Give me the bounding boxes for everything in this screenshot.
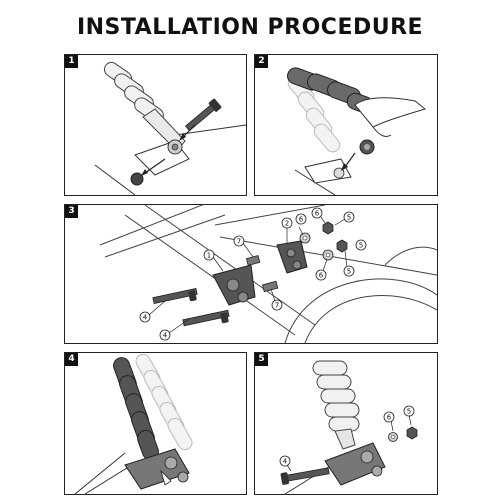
step-number: 3 bbox=[65, 205, 78, 218]
step-3-panel: 3 bbox=[64, 204, 438, 344]
step-number: 1 bbox=[65, 55, 78, 68]
step-4-panel: 4 bbox=[64, 352, 247, 495]
callout-6a: 6 bbox=[299, 216, 304, 224]
callout-4b: 4 bbox=[163, 332, 168, 340]
callout-5c: 5 bbox=[359, 242, 363, 250]
step-number: 5 bbox=[255, 353, 268, 366]
step-2-panel: 2 bbox=[254, 54, 438, 196]
callout-6: 6 bbox=[387, 414, 392, 422]
step-5-illustration: 4 6 5 bbox=[279, 360, 418, 494]
step-2-illustration bbox=[287, 67, 427, 195]
step-1-illustration bbox=[94, 61, 246, 195]
step-number: 4 bbox=[65, 353, 78, 366]
callout-6b: 6 bbox=[319, 272, 324, 280]
callout-6c: 6 bbox=[315, 210, 320, 218]
step-1-panel: 1 bbox=[64, 54, 247, 196]
step-5-panel: 5 4 bbox=[254, 352, 438, 495]
callout-group: 1 2 7 7 4 4 6 6 6 5 5 5 bbox=[139, 207, 367, 341]
page-title: INSTALLATION PROCEDURE bbox=[76, 15, 424, 40]
callout-5a: 5 bbox=[347, 214, 351, 222]
callout-4a: 4 bbox=[143, 314, 148, 322]
callout-2: 2 bbox=[285, 220, 289, 228]
callout-5b: 5 bbox=[347, 268, 351, 276]
step-4-illustration bbox=[74, 353, 193, 494]
step-number: 2 bbox=[255, 55, 268, 68]
callout-7a: 7 bbox=[237, 238, 241, 246]
callout-4: 4 bbox=[283, 458, 288, 466]
callout-group: 4 6 5 bbox=[279, 405, 415, 467]
callout-5: 5 bbox=[407, 408, 411, 416]
callout-1: 1 bbox=[207, 252, 211, 260]
callout-7b: 7 bbox=[275, 302, 279, 310]
step-3-exploded-view: 1 2 7 7 4 4 6 6 6 5 5 5 bbox=[99, 205, 437, 343]
